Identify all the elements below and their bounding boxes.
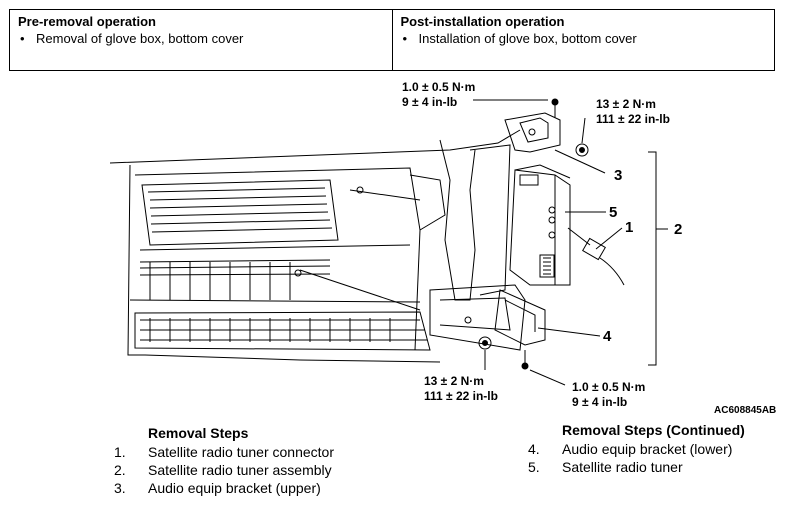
- step-number: 3.: [114, 480, 126, 496]
- callout-3: 3: [614, 167, 623, 184]
- fasteners: [295, 99, 588, 369]
- removal-steps-title: Removal Steps: [148, 425, 249, 441]
- pre-removal-cell: Pre-removal operation • Removal of glove …: [10, 10, 392, 70]
- torque-value-nm: 13 ± 2 N·m: [424, 374, 484, 388]
- callout-1: 1: [625, 219, 634, 236]
- step-number: 1.: [114, 444, 126, 460]
- removal-step: 5. Satellite radio tuner: [528, 458, 683, 476]
- callout-4: 4: [603, 328, 612, 345]
- removal-steps-continued-title: Removal Steps (Continued): [562, 422, 745, 438]
- support-structure: [300, 140, 525, 350]
- step-text: Audio equip bracket (upper): [148, 480, 321, 496]
- upper-bracket: [505, 113, 560, 152]
- callout-5: 5: [609, 204, 618, 221]
- callout-2: 2: [674, 221, 683, 238]
- removal-step: 3. Audio equip bracket (upper): [114, 479, 321, 497]
- pre-removal-item: • Removal of glove box, bottom cover: [18, 30, 384, 47]
- lower-bracket: [495, 290, 545, 345]
- torque-top-large: 13 ± 2 N·m 111 ± 22 in-lb: [596, 97, 670, 127]
- bullet: •: [20, 31, 25, 46]
- step-text: Audio equip bracket (lower): [562, 441, 733, 457]
- post-installation-item: • Installation of glove box, bottom cover: [401, 30, 767, 47]
- dashboard-outline: [110, 130, 520, 362]
- removal-step: 1. Satellite radio tuner connector: [114, 443, 334, 461]
- pre-removal-title: Pre-removal operation: [18, 14, 156, 29]
- bullet: •: [402, 31, 408, 46]
- step-number: 5.: [528, 459, 540, 475]
- torque-bottom-large: 13 ± 2 N·m 111 ± 22 in-lb: [424, 374, 498, 404]
- pre-removal-item-text: Removal of glove box, bottom cover: [36, 31, 244, 46]
- figure-code: AC608845AB: [714, 405, 777, 416]
- operations-table: Pre-removal operation • Removal of glove …: [9, 9, 775, 71]
- removal-step: 4. Audio equip bracket (lower): [528, 440, 732, 458]
- torque-value-nm: 1.0 ± 0.5 N·m: [572, 380, 646, 394]
- torque-value-nm: 1.0 ± 0.5 N·m: [402, 80, 476, 94]
- step-number: 2.: [114, 462, 126, 478]
- step-text: Satellite radio tuner connector: [148, 444, 334, 460]
- torque-bottom-small: 1.0 ± 0.5 N·m 9 ± 4 in-lb: [572, 380, 645, 410]
- torque-value-inlb: 111 ± 22 in-lb: [596, 112, 670, 126]
- post-installation-item-text: Installation of glove box, bottom cover: [418, 31, 637, 46]
- removal-step: 2. Satellite radio tuner assembly: [114, 461, 332, 479]
- step-text: Satellite radio tuner: [562, 459, 683, 475]
- torque-value-inlb: 9 ± 4 in-lb: [572, 395, 628, 409]
- tuner-assembly: [510, 165, 570, 285]
- step-number: 4.: [528, 441, 540, 457]
- torque-value-inlb: 9 ± 4 in-lb: [402, 95, 458, 109]
- torque-value-inlb: 111 ± 22 in-lb: [424, 389, 498, 403]
- post-installation-cell: Post-installation operation • Installatio…: [391, 10, 775, 70]
- leader-lines: [473, 100, 668, 385]
- post-installation-title: Post-installation operation: [400, 14, 565, 29]
- torque-top-small: 1.0 ± 0.5 N·m 9 ± 4 in-lb: [402, 80, 475, 110]
- tuner-connector: [568, 228, 624, 285]
- step-text: Satellite radio tuner assembly: [148, 462, 332, 478]
- torque-value-nm: 13 ± 2 N·m: [596, 97, 656, 111]
